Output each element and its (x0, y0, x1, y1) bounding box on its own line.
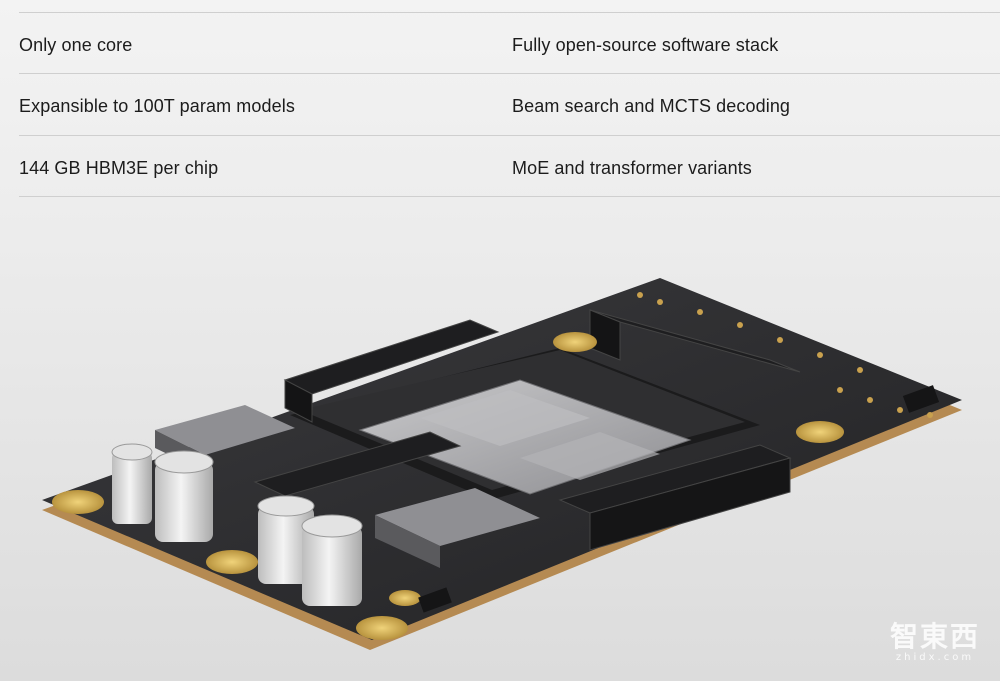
divider (19, 12, 1000, 13)
divider (19, 73, 1000, 74)
chip-board-image (42, 278, 962, 650)
chip-package (290, 348, 760, 500)
divider (19, 196, 1000, 197)
spec-left-1: Only one core (19, 35, 133, 55)
watermark-url: zhidx.com (895, 652, 975, 663)
spec-right-1: Fully open-source software stack (512, 35, 779, 55)
capacitors (111, 443, 363, 606)
spec-left-3: 144 GB HBM3E per chip (19, 158, 219, 178)
spec-right-3: MoE and transformer variants (512, 158, 752, 178)
smd-chips (418, 385, 940, 613)
memory-stacks (253, 309, 801, 551)
watermark-text: 智東西 (889, 620, 980, 653)
divider (19, 135, 1000, 136)
gold-pads (52, 332, 844, 640)
watermark: 智東西 zhidx.com (889, 620, 980, 664)
spec-right-2: Beam search and MCTS decoding (512, 96, 791, 116)
spec-left-2: Expansible to 100T param models (19, 96, 295, 116)
smd-components (637, 292, 933, 418)
